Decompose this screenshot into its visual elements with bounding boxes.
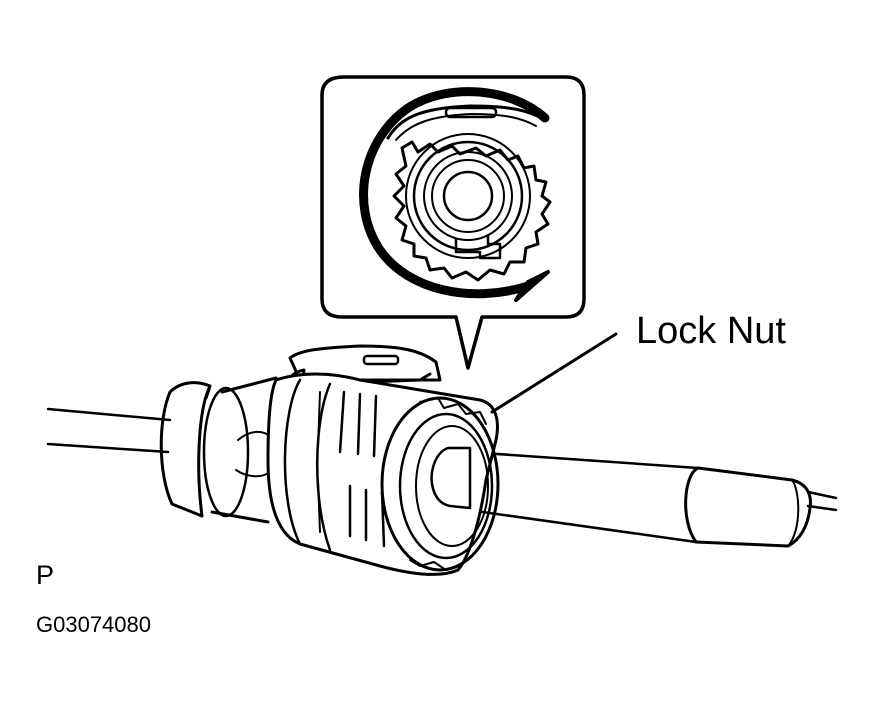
lock-plate <box>280 344 442 438</box>
figure-code: G03074080 <box>36 612 151 637</box>
lock-nut <box>266 372 500 576</box>
detail-rotation-arrow <box>359 87 550 299</box>
detail-arrow-head <box>514 270 550 302</box>
callout-label-lock-nut: Lock Nut <box>636 310 786 352</box>
shaft-sleeve <box>684 466 812 548</box>
detail-lock-plate <box>386 104 547 140</box>
detail-plate-slot <box>444 106 498 119</box>
detail-nut-inner-ring <box>405 133 531 259</box>
shaft-through-nut <box>430 446 472 510</box>
detail-shaft-end <box>442 170 494 222</box>
detail-staked-tab <box>454 234 502 260</box>
callout-leader-line <box>490 332 618 414</box>
detail-nut-castellation <box>392 140 552 282</box>
detail-inset <box>320 75 586 370</box>
lock-nut-front-face <box>380 396 500 572</box>
boot-housing <box>159 376 278 524</box>
view-label: P <box>36 560 55 590</box>
